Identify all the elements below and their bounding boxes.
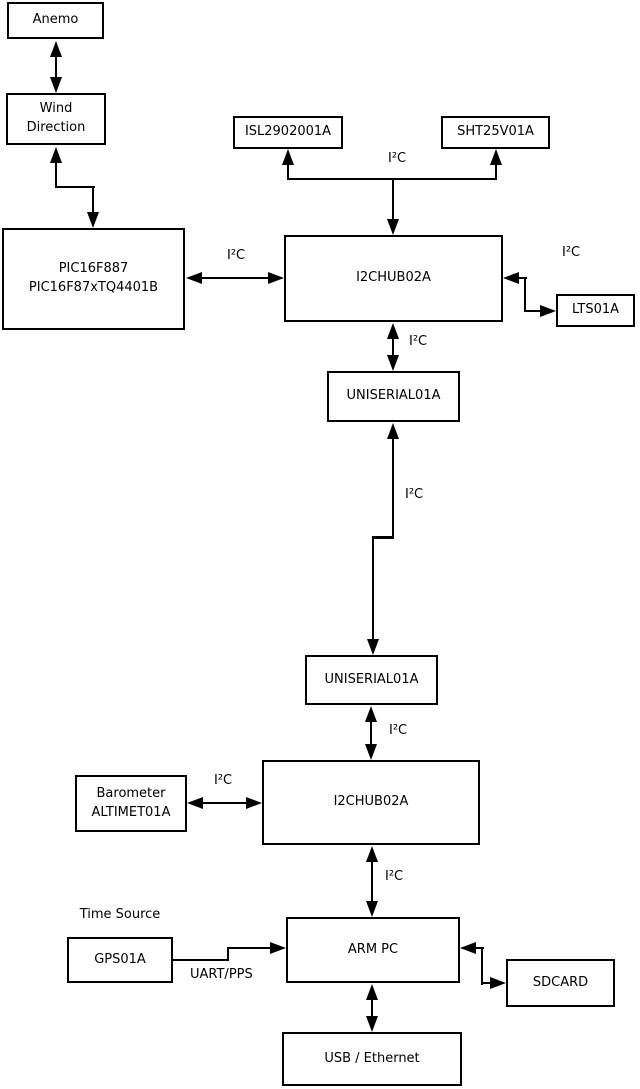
node-barometer-label-line1: Barometer (96, 785, 166, 801)
edge-label-i2c-isl-sht: I²C (388, 151, 407, 166)
arrowhead-down (365, 901, 378, 917)
node-gps01a: GPS01A (67, 937, 173, 983)
line-segment (370, 859, 374, 903)
node-sht25v01a-label: SHT25V01A (457, 124, 534, 140)
line-segment (369, 719, 373, 747)
node-gps01a-label: GPS01A (94, 951, 146, 967)
node-i2chub02a-bottom: I2CHUB02A (262, 760, 480, 845)
arrowhead-down (386, 219, 399, 235)
line-segment (371, 536, 375, 642)
node-i2chub02a-top: I2CHUB02A (284, 235, 503, 322)
edge-label-i2c-pic-hub1: I²C (227, 248, 246, 263)
node-pic16f887-label-line1: PIC16F887 (58, 261, 129, 277)
line-segment (371, 536, 395, 539)
arrowhead-left (186, 271, 202, 284)
edge-label-i2c-hub2-armpc: I²C (385, 869, 404, 884)
arrowhead-down (364, 744, 377, 760)
node-wind-direction-label-line1: Wind (39, 101, 73, 117)
edge-label-uart-pps: UART/PPS (190, 967, 253, 982)
line-segment (226, 946, 230, 961)
line-segment (54, 185, 95, 189)
line-segment (200, 276, 270, 280)
node-sdcard-label: SDCARD (532, 974, 589, 990)
line-segment (391, 177, 395, 221)
arrowhead-left (187, 796, 203, 809)
node-uniserial01a-lower-label: UNISERIAL01A (324, 671, 419, 687)
line-segment (54, 160, 58, 187)
node-pic16f887-label-line2: PIC16F87xTQ4401B (28, 280, 159, 295)
node-uniserial01a-upper: UNISERIAL01A (327, 371, 460, 422)
line-segment (474, 946, 484, 950)
arrowhead-down (86, 212, 99, 228)
line-segment (173, 958, 229, 962)
arrowhead-right (268, 271, 284, 284)
edge-label-i2c-uniserial-link: I²C (405, 487, 424, 502)
arrowhead-up (49, 147, 62, 163)
arrowhead-up (281, 149, 294, 165)
node-wind-direction: Wind Direction (6, 93, 106, 145)
edge-label-i2c-uniserial2-hub2: I²C (389, 723, 408, 738)
arrowhead-up (489, 149, 502, 165)
line-segment (286, 163, 290, 180)
line-segment (480, 946, 484, 985)
arrowhead-down (365, 1016, 378, 1032)
node-pic16f887: PIC16F887 PIC16F87xTQ4401B (2, 228, 185, 330)
edge-label-i2c-hub1-lts: I²C (562, 245, 581, 260)
node-wind-direction-label-line2: Direction (26, 120, 86, 135)
line-segment (226, 946, 272, 950)
arrowhead-left (503, 271, 519, 284)
node-anemo-label: Anemo (32, 12, 79, 28)
node-lts01a-label: LTS01A (571, 302, 620, 318)
node-arm-pc-label: ARM PC (347, 941, 399, 957)
node-uniserial01a-lower: UNISERIAL01A (305, 655, 438, 705)
node-sht25v01a: SHT25V01A (441, 116, 550, 149)
node-isl2902001a: ISL2902001A (233, 116, 343, 149)
node-barometer-label-line2: ALTIMET01A (91, 804, 171, 820)
arrowhead-down (49, 77, 62, 93)
node-usb-ethernet-label: USB / Ethernet (324, 1050, 420, 1066)
arrowhead-up (365, 846, 378, 862)
line-segment (370, 997, 374, 1019)
arrowhead-down (366, 639, 379, 655)
arrowhead-up (364, 706, 377, 722)
arrowhead-up (365, 984, 378, 1000)
node-isl2902001a-label: ISL2902001A (244, 124, 332, 140)
node-usb-ethernet: USB / Ethernet (282, 1032, 462, 1086)
node-i2chub02a-bottom-label: I2CHUB02A (333, 794, 409, 810)
arrowhead-right (490, 976, 506, 989)
node-arm-pc: ARM PC (286, 917, 460, 983)
line-segment (91, 185, 95, 214)
node-uniserial01a-upper-label: UNISERIAL01A (346, 388, 441, 404)
edge-label-i2c-hub1-uniserial1: I²C (409, 334, 428, 349)
node-anemo: Anemo (7, 2, 104, 39)
arrowhead-right (540, 304, 556, 317)
arrowhead-left (460, 941, 476, 954)
line-segment (517, 276, 527, 280)
line-segment (480, 981, 492, 985)
node-barometer-altimet01a: Barometer ALTIMET01A (75, 775, 187, 832)
line-segment (54, 53, 58, 80)
line-segment (201, 801, 248, 805)
line-segment (523, 276, 527, 313)
arrowhead-up (49, 41, 62, 57)
arrowhead-up (386, 323, 399, 339)
arrowhead-right (246, 796, 262, 809)
node-sdcard: SDCARD (506, 959, 615, 1007)
arrowhead-down (386, 355, 399, 371)
line-segment (523, 309, 542, 313)
node-lts01a: LTS01A (556, 294, 635, 327)
edge-label-i2c-barometer-hub2: I²C (214, 773, 233, 788)
node-i2chub02a-top-label: I2CHUB02A (356, 270, 431, 286)
line-segment (391, 336, 395, 358)
line-segment (391, 436, 395, 538)
arrowhead-up (386, 423, 399, 439)
annotation-time-source: Time Source (79, 907, 161, 922)
line-segment (494, 163, 498, 180)
arrowhead-right (270, 941, 286, 954)
